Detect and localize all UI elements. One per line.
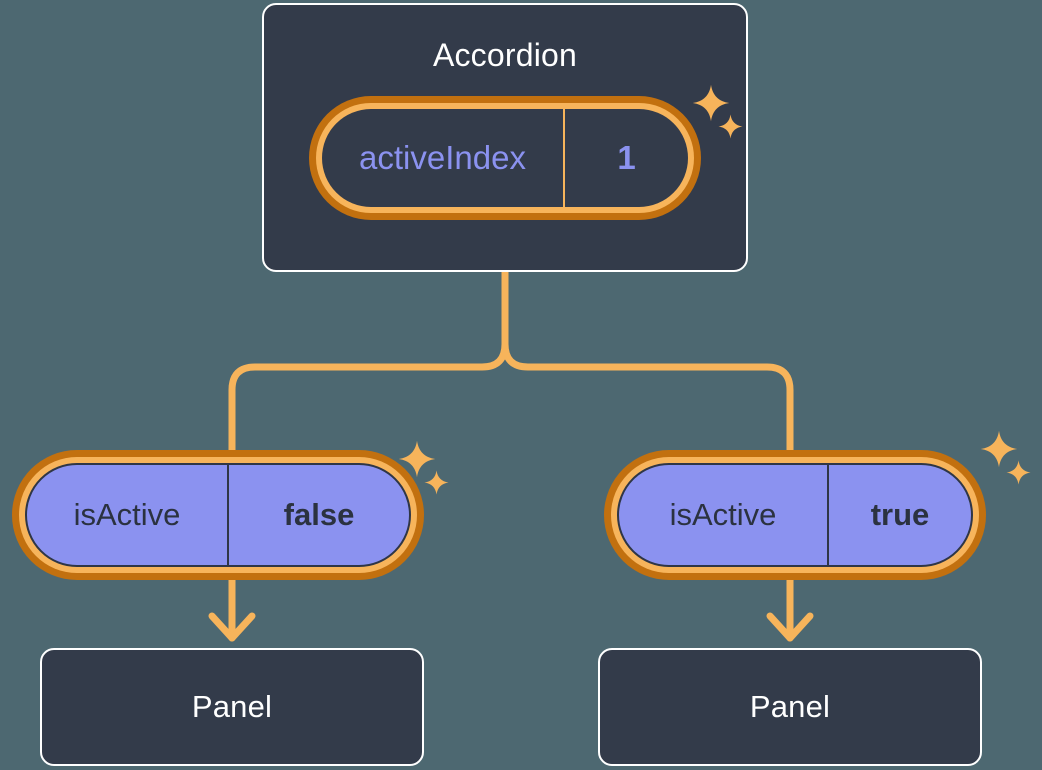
chip-inner-ring: activeIndex 1 (316, 103, 694, 213)
state-chip-value: true (870, 497, 930, 532)
state-chip-key: activeIndex (322, 109, 565, 207)
state-chip-key: isActive (27, 465, 229, 565)
arrow-down-icon-left (208, 612, 256, 642)
component-node-panel-right[interactable]: Panel (598, 648, 982, 766)
component-node-title: Accordion (432, 37, 578, 73)
chip-outer-ring: isActive true (604, 450, 986, 580)
sparkle-star-small (1006, 460, 1031, 485)
component-node-panel-left[interactable]: Panel (40, 648, 424, 766)
chip-inner-ring: isActive false (19, 457, 417, 573)
sparkles-icon (980, 430, 1040, 490)
sparkle-star-small (424, 470, 449, 495)
connector-right-branch (501, 340, 794, 456)
state-chip-value: false (283, 497, 355, 532)
state-chip-value: 1 (617, 139, 636, 176)
state-chip-isactive-true[interactable]: isActive true (604, 450, 986, 580)
chip-face: isActive false (25, 463, 411, 567)
sparkle-star-large (980, 430, 1018, 468)
chip-outer-ring: isActive false (12, 450, 424, 580)
chip-face: isActive true (617, 463, 973, 567)
chip-outer-ring: activeIndex 1 (309, 96, 701, 220)
state-chip-isactive-false[interactable]: isActive false (12, 450, 424, 580)
connector-left-branch (228, 340, 509, 456)
state-chip-key: isActive (619, 465, 829, 565)
component-node-title: Panel (749, 689, 831, 724)
state-chip-activeindex[interactable]: activeIndex 1 (309, 96, 701, 220)
chip-inner-ring: isActive true (611, 457, 979, 573)
chip-face: activeIndex 1 (322, 109, 688, 207)
component-node-title: Panel (191, 689, 273, 724)
arrow-down-icon-right (766, 612, 814, 642)
